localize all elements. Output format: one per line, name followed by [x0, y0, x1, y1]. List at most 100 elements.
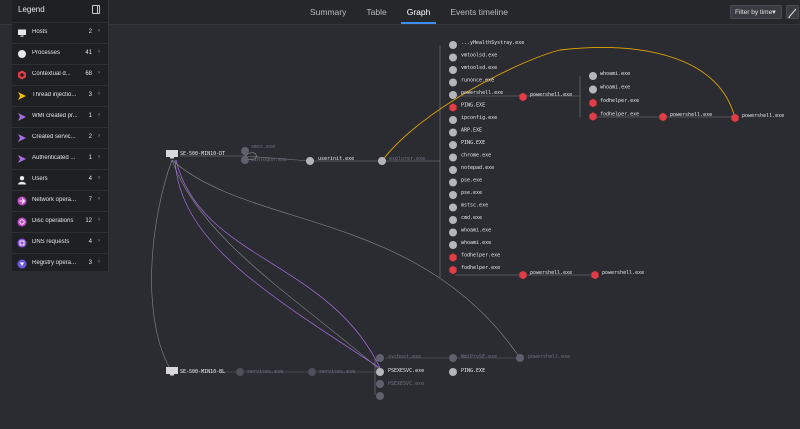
legend-item-label: Created servic... [32, 134, 76, 140]
node-label: whoami.exe [461, 240, 491, 246]
process-node[interactable] [376, 368, 384, 376]
process-node[interactable] [449, 141, 457, 149]
tab-table[interactable]: Table [366, 7, 387, 17]
process-node[interactable] [449, 166, 457, 174]
legend-item-count: 41 [85, 50, 92, 56]
detection-node[interactable] [589, 98, 597, 108]
monitor-icon [18, 29, 26, 37]
detection-node[interactable] [731, 113, 739, 123]
legend-item-thread-injection[interactable]: Thread injectio... 3 › [12, 85, 108, 106]
node-label: notepad.exe [461, 165, 494, 171]
top-bar: Summary Table Graph Events timeline Filt… [0, 0, 800, 25]
process-node[interactable] [449, 128, 457, 137]
detection-node[interactable] [449, 103, 457, 112]
legend-item-registry-operations[interactable]: Registry opera... 3 › [12, 253, 108, 274]
legend-item-authenticated[interactable]: Authenticated ... 1 › [12, 148, 108, 169]
process-node[interactable] [308, 368, 316, 376]
tab-graph[interactable]: Graph [397, 0, 441, 24]
process-node[interactable] [449, 53, 457, 62]
collapse-panel-icon[interactable] [92, 5, 100, 14]
legend-item-disc-operations[interactable]: Disc operations 12 › [12, 211, 108, 232]
process-node[interactable] [449, 368, 457, 376]
legend-item-count: 1 [88, 113, 92, 119]
process-node[interactable] [378, 157, 386, 165]
legend-item-count: 3 [88, 92, 92, 98]
node-label: runonce.exe [461, 78, 494, 84]
process-node[interactable] [241, 156, 249, 164]
detection-node[interactable] [519, 270, 527, 280]
process-node[interactable] [449, 78, 457, 87]
process-node[interactable] [376, 392, 384, 400]
process-node[interactable] [449, 228, 457, 237]
node-label: PING.EXE [461, 103, 485, 109]
chevron-right-icon: › [98, 259, 100, 265]
host-node[interactable] [166, 150, 178, 159]
legend-item-users[interactable]: Users 4 › [12, 169, 108, 190]
process-node[interactable] [236, 368, 244, 376]
process-node[interactable] [449, 241, 457, 249]
detection-node[interactable] [519, 92, 527, 102]
filter-by-time-dropdown[interactable]: Filter by time ▼ [730, 5, 782, 19]
process-node[interactable] [589, 85, 597, 94]
detection-node[interactable] [449, 265, 457, 275]
chevron-right-icon: › [98, 49, 100, 55]
process-node[interactable] [376, 354, 384, 362]
detection-node[interactable] [449, 253, 457, 262]
process-node[interactable] [449, 116, 457, 124]
detection-node[interactable] [659, 112, 667, 122]
node-label: fodhelper.exe [461, 265, 500, 271]
legend-item-label: Users [32, 176, 48, 182]
process-node[interactable] [376, 380, 384, 388]
chevron-right-icon: › [98, 91, 100, 97]
process-node[interactable] [449, 216, 457, 224]
legend-item-processes[interactable]: Processes 41 › [12, 43, 108, 64]
legend-item-label: Thread injectio... [32, 92, 77, 98]
detection-node[interactable] [589, 112, 597, 121]
disc-icon [17, 217, 27, 227]
node-label: PING.EXE [461, 368, 485, 374]
process-node[interactable] [449, 91, 457, 99]
process-node[interactable] [449, 191, 457, 199]
process-node[interactable] [449, 178, 457, 187]
process-node[interactable] [449, 203, 457, 212]
node-label: mstsc.exe [461, 203, 488, 209]
node-label: whoami.exe [600, 85, 630, 91]
process-node[interactable] [449, 41, 457, 49]
node-label: fodhelper.exe [600, 98, 639, 104]
legend-item-count: 3 [88, 260, 92, 266]
legend-item-network-operations[interactable]: Network opera... 7 › [12, 190, 108, 211]
process-node[interactable] [589, 72, 597, 80]
legend-header: Legend [12, 0, 108, 20]
process-node[interactable] [449, 66, 457, 74]
node-label: powershell.exe [602, 270, 644, 276]
edit-button[interactable] [786, 5, 799, 19]
legend-item-wmi-created-process[interactable]: WMI created pr... 1 › [12, 106, 108, 127]
host-node[interactable] [166, 367, 178, 376]
legend-item-count: 7 [88, 197, 92, 203]
legend-item-hosts[interactable]: Hosts 2 › [12, 22, 108, 43]
process-node[interactable] [516, 354, 524, 362]
detection-node[interactable] [591, 270, 599, 280]
process-node[interactable] [306, 157, 314, 165]
process-node[interactable] [241, 147, 249, 155]
process-node[interactable] [449, 153, 457, 162]
legend-item-created-service[interactable]: Created servic... 2 › [12, 127, 108, 148]
chevron-right-icon: › [98, 112, 100, 118]
legend-item-contextual-detections[interactable]: Contextual d... 68 › [12, 64, 108, 85]
legend-item-count: 4 [88, 239, 92, 245]
chevron-right-icon: › [98, 154, 100, 160]
node-label: ...yHealthSystray.exe [461, 40, 524, 46]
node-label: whoami.exe [600, 71, 630, 77]
node-label: PSEXESVC.exe [388, 381, 424, 387]
tab-summary[interactable]: Summary [310, 7, 347, 17]
node-label: powershell.exe [530, 92, 572, 98]
legend-item-label: WMI created pr... [32, 113, 78, 119]
process-node[interactable] [449, 354, 457, 362]
legend-item-dns-requests[interactable]: DNS requests 4 › [12, 232, 108, 253]
tab-events-timeline[interactable]: Events timeline [450, 7, 508, 17]
dns-icon [17, 238, 27, 248]
legend-title: Legend [18, 5, 45, 14]
node-label: powershell.exe [461, 90, 503, 96]
network-icon [17, 196, 27, 206]
